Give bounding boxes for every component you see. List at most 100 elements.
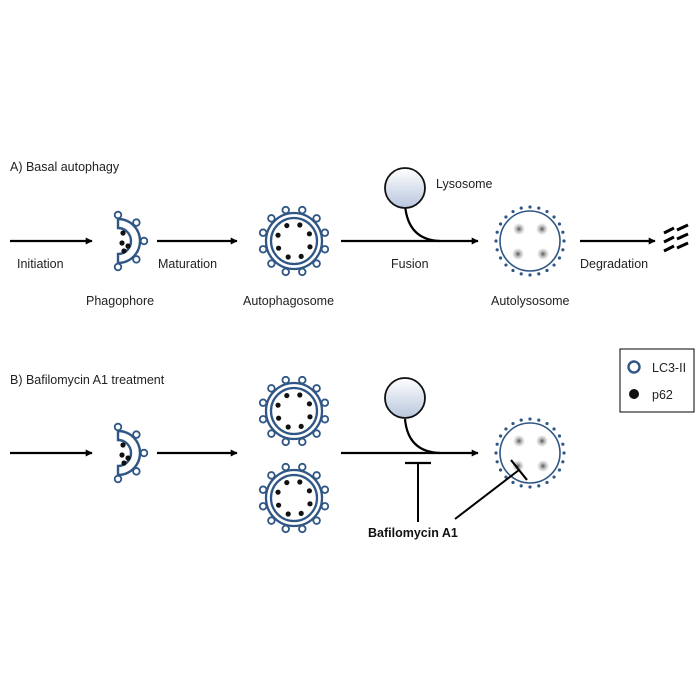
lc3-marker <box>298 462 307 472</box>
lc3-marker <box>267 429 276 438</box>
lc3-marker <box>320 228 330 237</box>
p62-cargo <box>125 243 131 249</box>
lc3-residue <box>552 475 556 479</box>
lc3-residue <box>557 434 562 438</box>
lc3-marker <box>258 398 268 407</box>
p62-cargo <box>284 392 290 399</box>
lc3-residue <box>537 272 541 276</box>
lc3-marker <box>267 516 276 525</box>
lysosome-b <box>384 377 426 419</box>
lc3-residue <box>495 230 499 234</box>
lc3-marker <box>281 375 290 385</box>
legend-label-lc3: LC3-II <box>652 361 686 375</box>
autophagosome-label: Autophagosome <box>243 294 334 308</box>
p62-cargo <box>285 511 291 517</box>
lc3-residue <box>519 206 523 210</box>
p62-cargo <box>285 424 291 430</box>
lc3-residue <box>498 256 503 260</box>
lc3-residue <box>511 480 515 485</box>
inner-membrane <box>269 216 319 266</box>
lc3-residue <box>552 263 556 267</box>
lysosome-merge-line-b <box>403 418 441 455</box>
lc3-marker <box>113 210 123 220</box>
lc3-residue <box>504 263 508 267</box>
lc3-marker <box>281 267 290 277</box>
lc3-marker <box>281 524 290 534</box>
filled-dot-icon <box>629 389 639 399</box>
degradation-label: Degradation <box>580 257 648 271</box>
p62-cargo <box>285 254 291 260</box>
p62-cargo <box>306 488 313 494</box>
lc3-residue <box>552 215 556 219</box>
p62-cargo <box>275 415 282 421</box>
lc3-residue <box>537 418 541 422</box>
lc3-marker <box>132 467 141 476</box>
acidification-inhibition-bar <box>510 459 528 481</box>
p62-cargo <box>120 442 126 448</box>
p62-cargo <box>307 501 313 507</box>
lc3-residue <box>504 215 508 219</box>
lc3-marker <box>281 462 290 472</box>
lc3-residue <box>495 248 499 252</box>
p62-cargo <box>121 248 127 254</box>
p62-cargo <box>119 452 125 458</box>
lc3-marker <box>281 205 290 215</box>
panel-b: B) Bafilomycin A1 treatment Bafilomycin … <box>10 373 566 540</box>
open-circle-icon <box>627 360 641 374</box>
lc3-marker <box>113 474 123 484</box>
autolysosome-b <box>494 417 566 489</box>
inner-membrane <box>269 473 319 523</box>
p62-cargo <box>275 402 281 408</box>
p62-cargo <box>298 423 304 430</box>
lc3-residue <box>528 205 532 209</box>
lc3-residue <box>561 230 565 234</box>
lc3-marker <box>320 245 330 254</box>
lc3-marker <box>267 259 276 268</box>
lc3-residue <box>494 451 498 455</box>
degrading-vesicle <box>537 248 549 260</box>
phagophore <box>113 210 149 272</box>
p62-cargo <box>298 510 304 517</box>
lc3-residue <box>561 460 565 464</box>
lc3-residue <box>545 480 549 485</box>
lc3-marker <box>312 429 321 438</box>
p62-cargo <box>275 489 281 495</box>
lc3-marker <box>298 267 307 277</box>
lc3-residue <box>519 272 523 276</box>
phagophore-label: Phagophore <box>86 294 154 308</box>
lc3-residue <box>519 484 523 488</box>
p62-cargo <box>119 240 125 246</box>
lc3-marker <box>320 415 330 424</box>
autolysosome-membrane <box>499 422 561 484</box>
lc3-marker <box>320 485 330 494</box>
lc3-marker <box>132 430 141 439</box>
autophagosome <box>258 205 330 277</box>
legend-box <box>619 348 695 413</box>
lc3-residue <box>545 209 549 214</box>
p62-cargo <box>306 401 313 407</box>
lc3-marker <box>298 524 307 534</box>
autolysosome <box>494 205 566 277</box>
lc3-marker <box>312 471 321 480</box>
lc3-residue <box>498 222 503 226</box>
bafilomycin-label: Bafilomycin A1 <box>368 526 458 540</box>
lc3-marker <box>312 384 321 393</box>
p62-cargo <box>297 222 303 228</box>
phagophore-b <box>113 422 149 484</box>
maturation-label: Maturation <box>158 257 217 271</box>
lc3-residue <box>494 239 498 243</box>
lc3-marker <box>258 228 268 237</box>
autophagosome-accumulated-2 <box>258 462 330 534</box>
degrading-vesicle <box>513 435 525 447</box>
lc3-marker <box>258 485 268 494</box>
p62-cargo <box>284 222 290 229</box>
lc3-residue <box>528 485 532 489</box>
lc3-residue <box>528 417 532 421</box>
legend: LC3-II p62 <box>619 348 695 413</box>
p62-cargo <box>275 245 282 251</box>
lc3-marker <box>281 437 290 447</box>
lc3-marker <box>312 259 321 268</box>
lc3-marker <box>312 516 321 525</box>
lc3-marker <box>139 448 149 458</box>
lc3-marker <box>132 255 141 264</box>
